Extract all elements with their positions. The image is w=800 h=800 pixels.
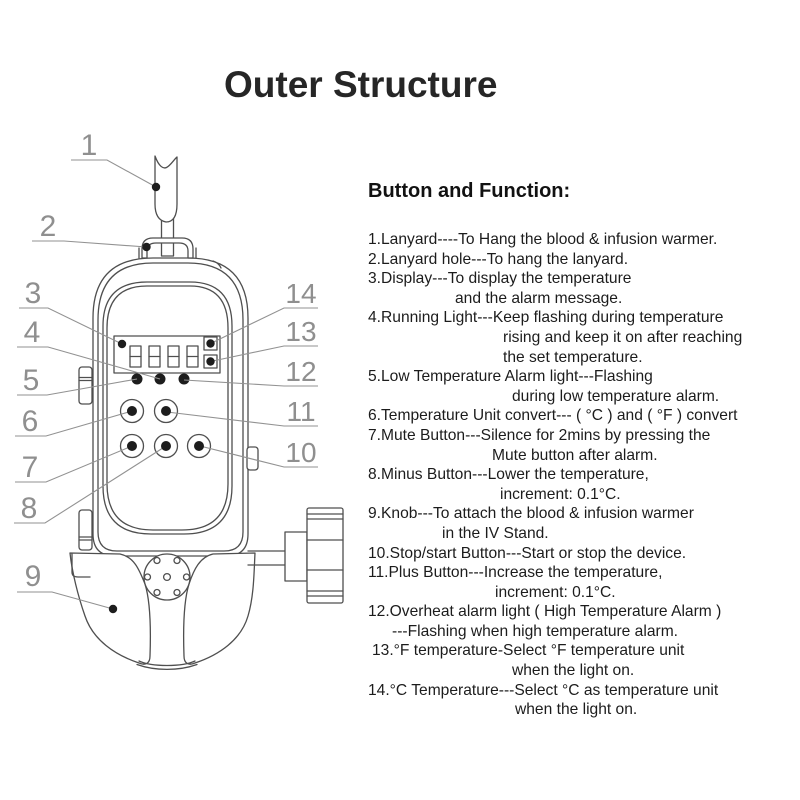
- overheat-alarm-light: [178, 373, 190, 385]
- function-line: increment: 0.1°C.: [495, 583, 616, 601]
- function-line: 2.Lanyard hole---To hang the lanyard.: [368, 250, 629, 268]
- function-line: 7.Mute Button---Silence for 2mins by pre…: [368, 426, 711, 444]
- function-line: ---Flashing when high temperature alarm.: [392, 622, 679, 640]
- panel-heading: Button and Function:: [368, 180, 571, 202]
- function-line: when the light on.: [512, 662, 635, 680]
- iv-clamp: [69, 552, 256, 671]
- c-unit-indicator: [203, 336, 218, 351]
- function-line: when the light on.: [515, 701, 638, 719]
- callout-label-2: 2: [40, 210, 57, 243]
- callout-label-3: 3: [25, 277, 42, 310]
- clamp-feet: [136, 660, 198, 671]
- callout-label-1: 1: [81, 129, 98, 162]
- function-line: 10.Stop/start Button---Start or stop the…: [368, 544, 687, 562]
- function-line: Mute button after alarm.: [492, 446, 658, 464]
- callout-labels: 1 2 3 4 5 6 7 8 9 14 13 12 11 10: [21, 129, 317, 593]
- function-line: during low temperature alarm.: [512, 387, 720, 405]
- callout-label-6: 6: [22, 405, 39, 438]
- lanyard-strap: [154, 155, 178, 223]
- callout-label-4: 4: [24, 316, 41, 349]
- function-list: 1.Lanyard----To Hang the blood & infusio…: [368, 230, 793, 720]
- function-line: 6.Temperature Unit convert--- ( °C ) and…: [368, 407, 738, 425]
- function-line: 8.Minus Button---Lower the temperature,: [368, 466, 649, 484]
- callout-label-10: 10: [285, 437, 316, 468]
- function-panel: Button and Function: 1.Lanyard----To Han…: [368, 180, 793, 720]
- callout-label-5: 5: [23, 364, 40, 397]
- knob: [306, 507, 344, 604]
- callout-dots: [108, 182, 215, 614]
- knob-bracket: [284, 531, 308, 582]
- front-panel: [102, 281, 233, 535]
- callout-label-12: 12: [285, 356, 316, 387]
- function-line: 9.Knob---To attach the blood & infusion …: [368, 505, 694, 523]
- plate-holes: [143, 556, 191, 597]
- function-line: 12.Overheat alarm light ( High Temperatu…: [368, 603, 722, 621]
- display: [113, 335, 221, 374]
- knob-shaft: [247, 550, 286, 566]
- callout-label-13: 13: [285, 316, 316, 347]
- function-line: the set temperature.: [503, 348, 643, 366]
- function-line: 4.Running Light---Keep flashing during t…: [368, 309, 724, 327]
- callout-label-11: 11: [286, 396, 315, 427]
- display-digits: [129, 345, 199, 368]
- callout-label-14: 14: [285, 278, 316, 309]
- page-title: Outer Structure: [224, 64, 498, 105]
- indicator-leds: [131, 373, 190, 385]
- callout-leaders: [14, 159, 318, 610]
- function-line: rising and keep it on after reaching: [503, 328, 743, 346]
- lanyard-hole: [138, 237, 197, 259]
- clamp-right-jaw: [183, 552, 256, 665]
- body-top-bump: [212, 260, 222, 269]
- f-unit-indicator: [203, 354, 218, 369]
- function-line: 14.°C Temperature---Select °C as tempera…: [368, 681, 719, 699]
- function-line: increment: 0.1°C.: [500, 485, 621, 503]
- function-line: 13.°F temperature-Select °F temperature …: [372, 642, 685, 660]
- callout-label-7: 7: [22, 451, 39, 484]
- callout-label-8: 8: [21, 492, 38, 525]
- callout-label-9: 9: [25, 560, 42, 593]
- function-line: in the IV Stand.: [442, 524, 549, 542]
- function-line: 1.Lanyard----To Hang the blood & infusio…: [368, 231, 718, 248]
- function-line: 11.Plus Button---Increase the temperatur…: [368, 564, 663, 582]
- function-line: and the alarm message.: [455, 289, 623, 307]
- knob-assembly: [247, 507, 344, 604]
- function-line: 5.Low Temperature Alarm light---Flashing: [368, 368, 653, 386]
- function-line: 3.Display---To display the temperature: [368, 270, 632, 288]
- side-tabs: [78, 366, 259, 551]
